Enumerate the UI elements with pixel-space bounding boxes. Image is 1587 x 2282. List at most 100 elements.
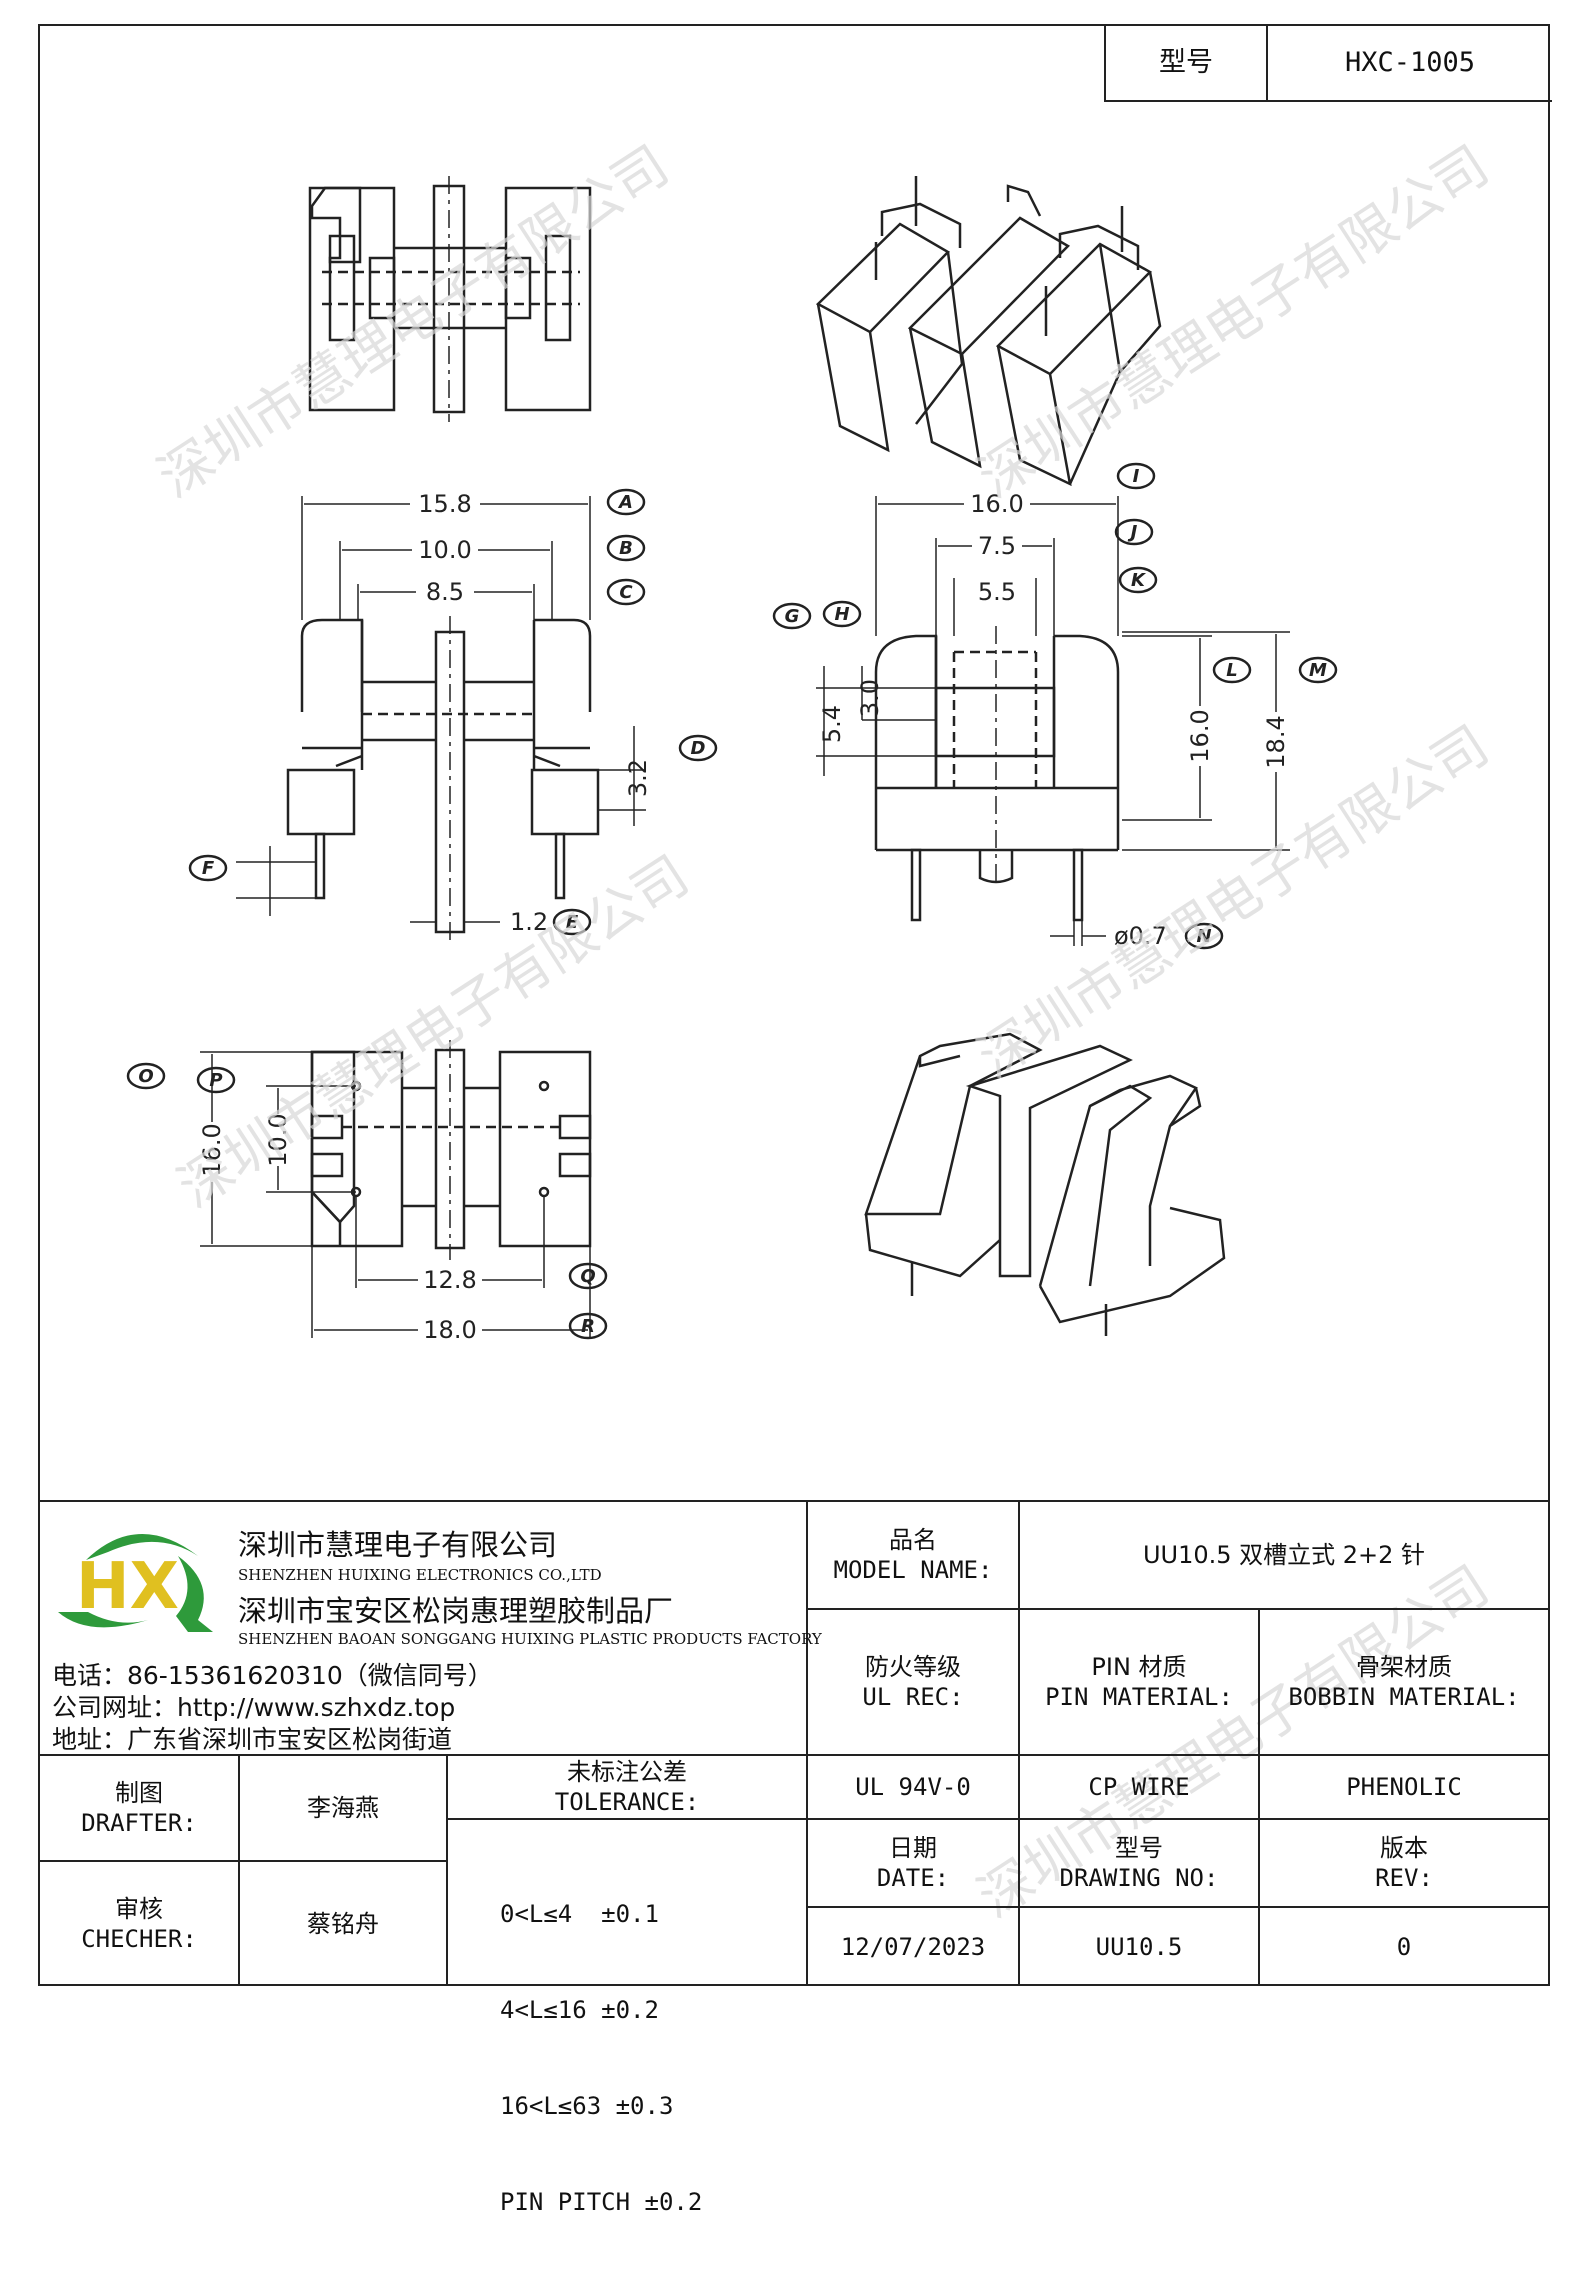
- checker-value: 蔡铭舟: [307, 1910, 379, 1938]
- date-value: 12/07/2023: [840, 1933, 986, 1961]
- model-value: HXC-1005: [1344, 47, 1476, 79]
- dim-h: 3.0: [856, 679, 884, 717]
- reference-letters: A B C D E F G H I J K L M N O P Q R: [126, 462, 1338, 1340]
- letter-k: K: [1131, 570, 1147, 591]
- rev-value: 0: [1396, 1933, 1412, 1961]
- dim-q: 12.8: [423, 1266, 476, 1294]
- drafter-cn: 制图: [115, 1779, 163, 1807]
- company-phone: 电话：86-15361620310（微信同号）: [52, 1661, 493, 1690]
- date-cn: 日期: [889, 1834, 937, 1862]
- letter-d: D: [691, 738, 706, 759]
- letter-j: J: [1128, 522, 1138, 543]
- dim-a: 15.8: [418, 490, 471, 518]
- letter-f: F: [202, 858, 215, 879]
- company-name-en: SHENZHEN HUIXING ELECTRONICS CO.,LTD: [238, 1566, 602, 1584]
- company-name-cn: 深圳市慧理电子有限公司: [238, 1528, 558, 1562]
- ul-en: UL REC:: [862, 1683, 964, 1711]
- dimension-text: 15.8 10.0 8.5 3.2 1.2 16.0 7.5 5.5 3.0 5…: [198, 490, 1290, 1344]
- letter-n: N: [1196, 926, 1211, 947]
- dim-b: 10.0: [418, 536, 471, 564]
- dim-g: 5.4: [818, 705, 846, 743]
- checker-label: 审核 CHECHER:: [40, 1862, 238, 1986]
- checker-en: CHECHER:: [81, 1925, 197, 1953]
- front-view: [286, 616, 600, 946]
- model-name-label: 品名 MODEL NAME:: [808, 1502, 1018, 1608]
- bobbin-label: 骨架材质 BOBBIN MATERIAL:: [1260, 1610, 1548, 1754]
- rev-label: 版本 REV:: [1260, 1820, 1548, 1906]
- dim-d: 3.2: [624, 759, 652, 797]
- model-name-cn: 品名: [889, 1526, 937, 1554]
- model-name-value: UU10.5 双槽立式 2+2 针: [1142, 1541, 1426, 1569]
- dim-k: 5.5: [978, 578, 1016, 606]
- rev-en: REV:: [1375, 1864, 1433, 1892]
- letter-p: P: [209, 1070, 222, 1091]
- isometric-view-bottom: [864, 1032, 1226, 1336]
- letter-q: Q: [580, 1266, 595, 1287]
- drafter-en: DRAFTER:: [81, 1809, 197, 1837]
- letter-b: B: [619, 538, 633, 559]
- side-view: [874, 626, 1120, 922]
- dim-p: 10.0: [264, 1113, 292, 1166]
- tolerance-line: PIN PITCH ±0.2: [500, 2188, 703, 2216]
- tolerance-line: 16<L≤63 ±0.3: [500, 2092, 674, 2120]
- dimension-lines: [200, 496, 1290, 1338]
- drafter-label: 制图 DRAFTER:: [40, 1756, 238, 1860]
- drawing-no-en: DRAWING NO:: [1059, 1864, 1219, 1892]
- tolerance-en: TOLERANCE:: [554, 1788, 700, 1816]
- dim-m: 18.4: [1262, 715, 1290, 768]
- dim-o: 16.0: [198, 1123, 226, 1176]
- letter-i: I: [1133, 466, 1140, 487]
- drawing-no-value: UU10.5: [1095, 1933, 1183, 1961]
- dim-c: 8.5: [426, 578, 464, 606]
- header-left-line: [1104, 26, 1106, 102]
- checker-cn: 审核: [115, 1895, 163, 1923]
- technical-drawing: 15.8 10.0 8.5 3.2 1.2 16.0 7.5 5.5 3.0 5…: [126, 176, 1338, 1344]
- logo-text: HX: [76, 1550, 179, 1624]
- dim-n: ø0.7: [1114, 922, 1167, 950]
- ul-label: 防火等级 UL REC:: [808, 1610, 1018, 1754]
- letter-l: L: [1226, 660, 1237, 681]
- tolerance-list: 0<L≤4 ±0.1 4<L≤16 ±0.2 16<L≤63 ±0.3 PIN …: [500, 1834, 702, 2282]
- pin-value: CP WIRE: [1088, 1773, 1190, 1801]
- tolerance-line: 4<L≤16 ±0.2: [500, 1996, 659, 2024]
- model-label: 型号: [1159, 47, 1213, 79]
- model-name-en: MODEL NAME:: [833, 1556, 993, 1584]
- dim-r: 18.0: [423, 1316, 476, 1344]
- bobbin-en: BOBBIN MATERIAL:: [1288, 1683, 1520, 1711]
- letter-h: H: [834, 604, 849, 625]
- isometric-view-top: [815, 176, 1162, 487]
- company-website: 公司网址：http://www.szhxdz.top: [52, 1693, 456, 1722]
- ul-value: UL 94V-0: [855, 1773, 971, 1801]
- factory-name-cn: 深圳市宝安区松岗惠理塑胶制品厂: [238, 1594, 674, 1628]
- ul-cn: 防火等级: [865, 1653, 961, 1681]
- factory-name-en: SHENZHEN BAOAN SONGGANG HUIXING PLASTIC …: [238, 1630, 822, 1648]
- header-mid-line: [1266, 26, 1268, 102]
- dim-l: 16.0: [1186, 709, 1214, 762]
- letter-g: G: [785, 606, 800, 627]
- letter-r: R: [581, 1316, 595, 1337]
- date-en: DATE:: [876, 1864, 950, 1892]
- dim-j: 7.5: [978, 532, 1016, 560]
- tolerance-label: 未标注公差 TOLERANCE:: [448, 1756, 806, 1818]
- bottom-view: [310, 1040, 592, 1260]
- drawing-sheet: 型号 HXC-1005: [38, 24, 1552, 2216]
- date-label: 日期 DATE:: [808, 1820, 1018, 1906]
- dim-e: 1.2: [510, 908, 548, 936]
- pin-en: PIN MATERIAL:: [1045, 1683, 1233, 1711]
- letter-o: O: [138, 1066, 153, 1087]
- pin-cn: PIN 材质: [1091, 1653, 1187, 1681]
- drafter-value: 李海燕: [307, 1794, 379, 1822]
- company-address: 地址：广东省深圳市宝安区松岗街道: [52, 1725, 453, 1754]
- company-logo: HX: [48, 1520, 218, 1640]
- letter-c: C: [619, 582, 633, 603]
- title-block: HX 深圳市慧理电子有限公司 SHENZHEN HUIXING ELECTRON…: [40, 1500, 1548, 2216]
- header-bottom-line: [1104, 100, 1552, 102]
- letter-e: E: [566, 912, 579, 933]
- rev-cn: 版本: [1380, 1834, 1428, 1862]
- letter-m: M: [1309, 660, 1327, 681]
- dim-i: 16.0: [970, 490, 1023, 518]
- tolerance-line: 0<L≤4 ±0.1: [500, 1900, 659, 1928]
- drawing-no-cn: 型号: [1115, 1834, 1163, 1862]
- letter-a: A: [617, 492, 633, 513]
- bobbin-cn: 骨架材质: [1356, 1653, 1452, 1681]
